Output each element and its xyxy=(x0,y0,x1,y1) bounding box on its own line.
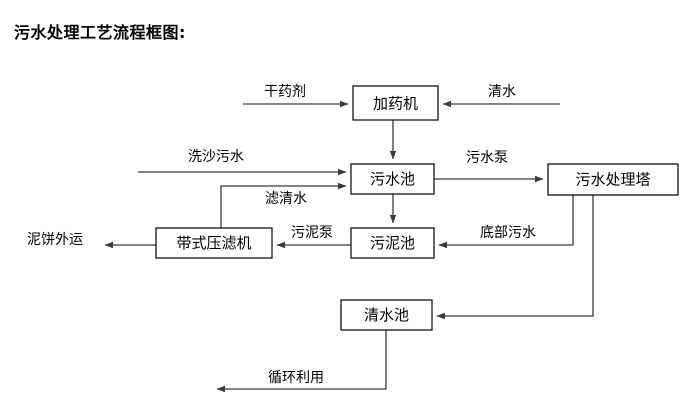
page-title: 污水处理工艺流程框图: xyxy=(14,23,186,42)
node-dosing-machine[interactable]: 加药机 xyxy=(352,85,439,121)
node-treatment-tower[interactable]: 污水处理塔 xyxy=(547,163,679,196)
node-label-sludge-pool: 污泥池 xyxy=(370,234,415,252)
edge-label-recycle-use: 循环利用 xyxy=(268,370,324,386)
node-wastewater-pool[interactable]: 污水池 xyxy=(350,163,435,195)
edge-label-sludge-pump: 污泥泵 xyxy=(291,225,333,241)
edge-label-filtrate: 滤清水 xyxy=(265,191,307,207)
edge-clean-water-to-recycle: 循环利用 xyxy=(216,330,387,393)
node-label-belt-filter-press: 带式压滤机 xyxy=(176,234,251,252)
edge-wastewater-pump-to-tower: 污水泵 xyxy=(434,150,544,183)
edge-label-clean-water: 清水 xyxy=(488,84,516,100)
edge-clean-water-to-dosing: 清水 xyxy=(442,84,560,108)
terminal-mud-cake-export: 泥饼外运 xyxy=(27,232,83,248)
node-label-wastewater-pool: 污水池 xyxy=(370,170,415,188)
edge-sand-wash-to-wastewater-pool: 洗沙污水 xyxy=(138,149,347,176)
node-sludge-pool[interactable]: 污泥池 xyxy=(350,227,435,259)
node-label-dosing-machine: 加药机 xyxy=(373,95,418,113)
node-label-treatment-tower: 污水处理塔 xyxy=(575,171,650,189)
edge-dry-chemical-to-dosing: 干药剂 xyxy=(243,84,349,108)
edge-label-bottom-sewage: 底部污水 xyxy=(480,225,536,241)
edge-filtrate-to-wastewater-pool: 滤清水 xyxy=(220,182,347,228)
edge-label-dry-chemical: 干药剂 xyxy=(264,84,306,100)
edge-label-wastewater-pump: 污水泵 xyxy=(466,150,508,166)
edge-label-sand-wash-wastewater: 洗沙污水 xyxy=(188,149,244,165)
edge-bottom-sewage-to-sludge-pool: 底部污水 xyxy=(438,195,574,249)
node-clean-water-pool[interactable]: 清水池 xyxy=(340,299,433,331)
edge-sludge-pump-to-press: 污泥泵 xyxy=(276,225,351,249)
node-label-clean-water-pool: 清水池 xyxy=(364,306,409,324)
node-belt-filter-press[interactable]: 带式压滤机 xyxy=(155,227,273,259)
edge-tower-to-clean-water-pool xyxy=(436,195,594,320)
